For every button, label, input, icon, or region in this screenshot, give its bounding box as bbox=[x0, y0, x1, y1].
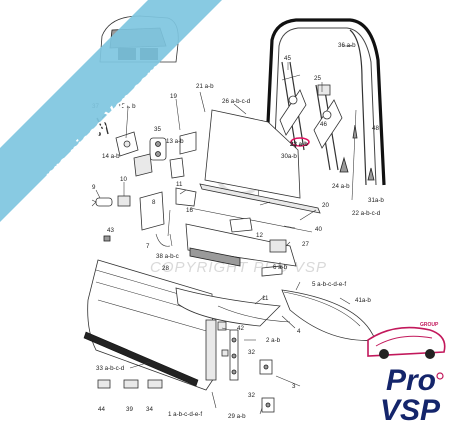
clip-6 bbox=[261, 265, 283, 277]
callout-labels: 36 a-b 45 25 46 23 a-b 30a-b 24 a-b 48 3… bbox=[92, 42, 384, 420]
callout-9: 9 bbox=[92, 184, 96, 191]
door-glass-21 bbox=[204, 109, 301, 199]
callout-32a: 32 bbox=[248, 349, 255, 356]
latch-13 bbox=[179, 131, 197, 155]
callout-7: 7 bbox=[146, 243, 150, 250]
belt-strip-20 bbox=[199, 183, 321, 214]
hinges-3 bbox=[259, 359, 275, 413]
callout-31: 31a-b bbox=[368, 197, 384, 204]
callout-46: 46 bbox=[320, 121, 327, 128]
logo-line2: VSP bbox=[380, 394, 441, 427]
callout-32b: 32 bbox=[248, 392, 255, 399]
callout-45: 45 bbox=[284, 55, 291, 62]
badge-44 bbox=[97, 379, 111, 389]
door-frame-seal bbox=[263, 18, 386, 186]
callout-8: 8 bbox=[152, 199, 156, 206]
callout-21: 21 a-b bbox=[196, 83, 214, 90]
callout-38: 38 a-b-c bbox=[156, 253, 179, 260]
callout-35: 35 bbox=[154, 126, 161, 133]
callout-10: 10 bbox=[120, 176, 127, 183]
door-seal-33 bbox=[83, 331, 199, 387]
lock-cover-10 bbox=[117, 195, 131, 207]
callout-15: 15 a-b bbox=[118, 103, 136, 110]
callout-11b: 11 bbox=[262, 295, 269, 302]
callout-40: 40 bbox=[315, 226, 322, 233]
door-check-35 bbox=[149, 137, 167, 161]
badge-34 bbox=[147, 379, 163, 389]
callout-4: 4 bbox=[297, 328, 301, 335]
trim-insert-28 bbox=[189, 247, 241, 267]
trim-38 bbox=[185, 223, 297, 267]
rod-7 bbox=[155, 233, 171, 247]
lock-cylinder-9 bbox=[91, 197, 113, 207]
callout-25: 25 bbox=[314, 75, 321, 82]
callout-29: 29 a-b bbox=[228, 413, 246, 420]
latch-14 bbox=[133, 153, 153, 177]
callout-23: 23 a-b bbox=[290, 141, 308, 148]
callout-28: 28 bbox=[162, 265, 169, 272]
callout-12: 12 bbox=[256, 232, 263, 239]
callout-34: 34 bbox=[146, 406, 153, 413]
callout-24: 24 a-b bbox=[332, 183, 350, 190]
callout-1: 1 a-b-c-d-e-f bbox=[168, 411, 202, 418]
callout-36: 36 a-b bbox=[338, 42, 356, 49]
callout-39: 39 bbox=[126, 406, 133, 413]
clip-43-icon bbox=[103, 235, 111, 242]
callout-30: 30a-b bbox=[281, 153, 297, 160]
callout-27: 27 bbox=[302, 241, 309, 248]
belt-line-12 bbox=[189, 207, 313, 233]
callout-42: 42 bbox=[237, 325, 244, 332]
lock-unit-8 bbox=[139, 191, 165, 231]
callout-14: 14 a-b bbox=[102, 153, 120, 160]
window-regulator-left bbox=[279, 61, 307, 151]
provsp-logo: GROUP Pro VSP bbox=[367, 322, 446, 427]
callout-26: 26 a-b-c-d bbox=[222, 98, 251, 105]
clip-42 bbox=[217, 321, 227, 331]
callout-33: 33 a-b-c-d bbox=[96, 365, 125, 372]
badge-39 bbox=[123, 379, 139, 389]
callout-19: 19 bbox=[170, 93, 177, 100]
door-card-11 bbox=[175, 287, 281, 327]
callout-11a: 11 bbox=[176, 181, 183, 188]
callout-43: 43 bbox=[107, 227, 114, 234]
latch-11 bbox=[169, 157, 185, 179]
clip-48-icon bbox=[352, 124, 358, 139]
lock-rod-16 bbox=[167, 187, 197, 237]
callout-44: 44 bbox=[98, 406, 105, 413]
highlight-ring-23 bbox=[290, 137, 310, 147]
callout-22: 22 a-b-c-d bbox=[352, 210, 381, 217]
callout-13: 13 a-b bbox=[166, 138, 184, 145]
clip-24-icon bbox=[339, 156, 349, 173]
hinges-32 bbox=[221, 329, 239, 381]
callout-41: 41a-b bbox=[355, 297, 371, 304]
callout-6: 6 a-b bbox=[273, 264, 288, 271]
window-regulator-right bbox=[313, 84, 343, 171]
logo-tag: GROUP bbox=[420, 322, 439, 328]
clip-31-icon bbox=[367, 167, 375, 181]
callout-48: 48 bbox=[372, 125, 379, 132]
clip-40 bbox=[229, 217, 253, 233]
callout-16: 16 bbox=[186, 207, 193, 214]
clip-27 bbox=[269, 239, 287, 253]
callout-3: 3 bbox=[292, 383, 296, 390]
logo-line1: Pro bbox=[386, 364, 436, 397]
lock-screws-37 bbox=[96, 117, 109, 136]
callout-20: 20 bbox=[322, 202, 329, 209]
callout-2: 2 a-b bbox=[266, 337, 281, 344]
callout-5: 5 a-b-c-d-e-f bbox=[312, 281, 346, 288]
door-panel-41 bbox=[281, 289, 377, 341]
